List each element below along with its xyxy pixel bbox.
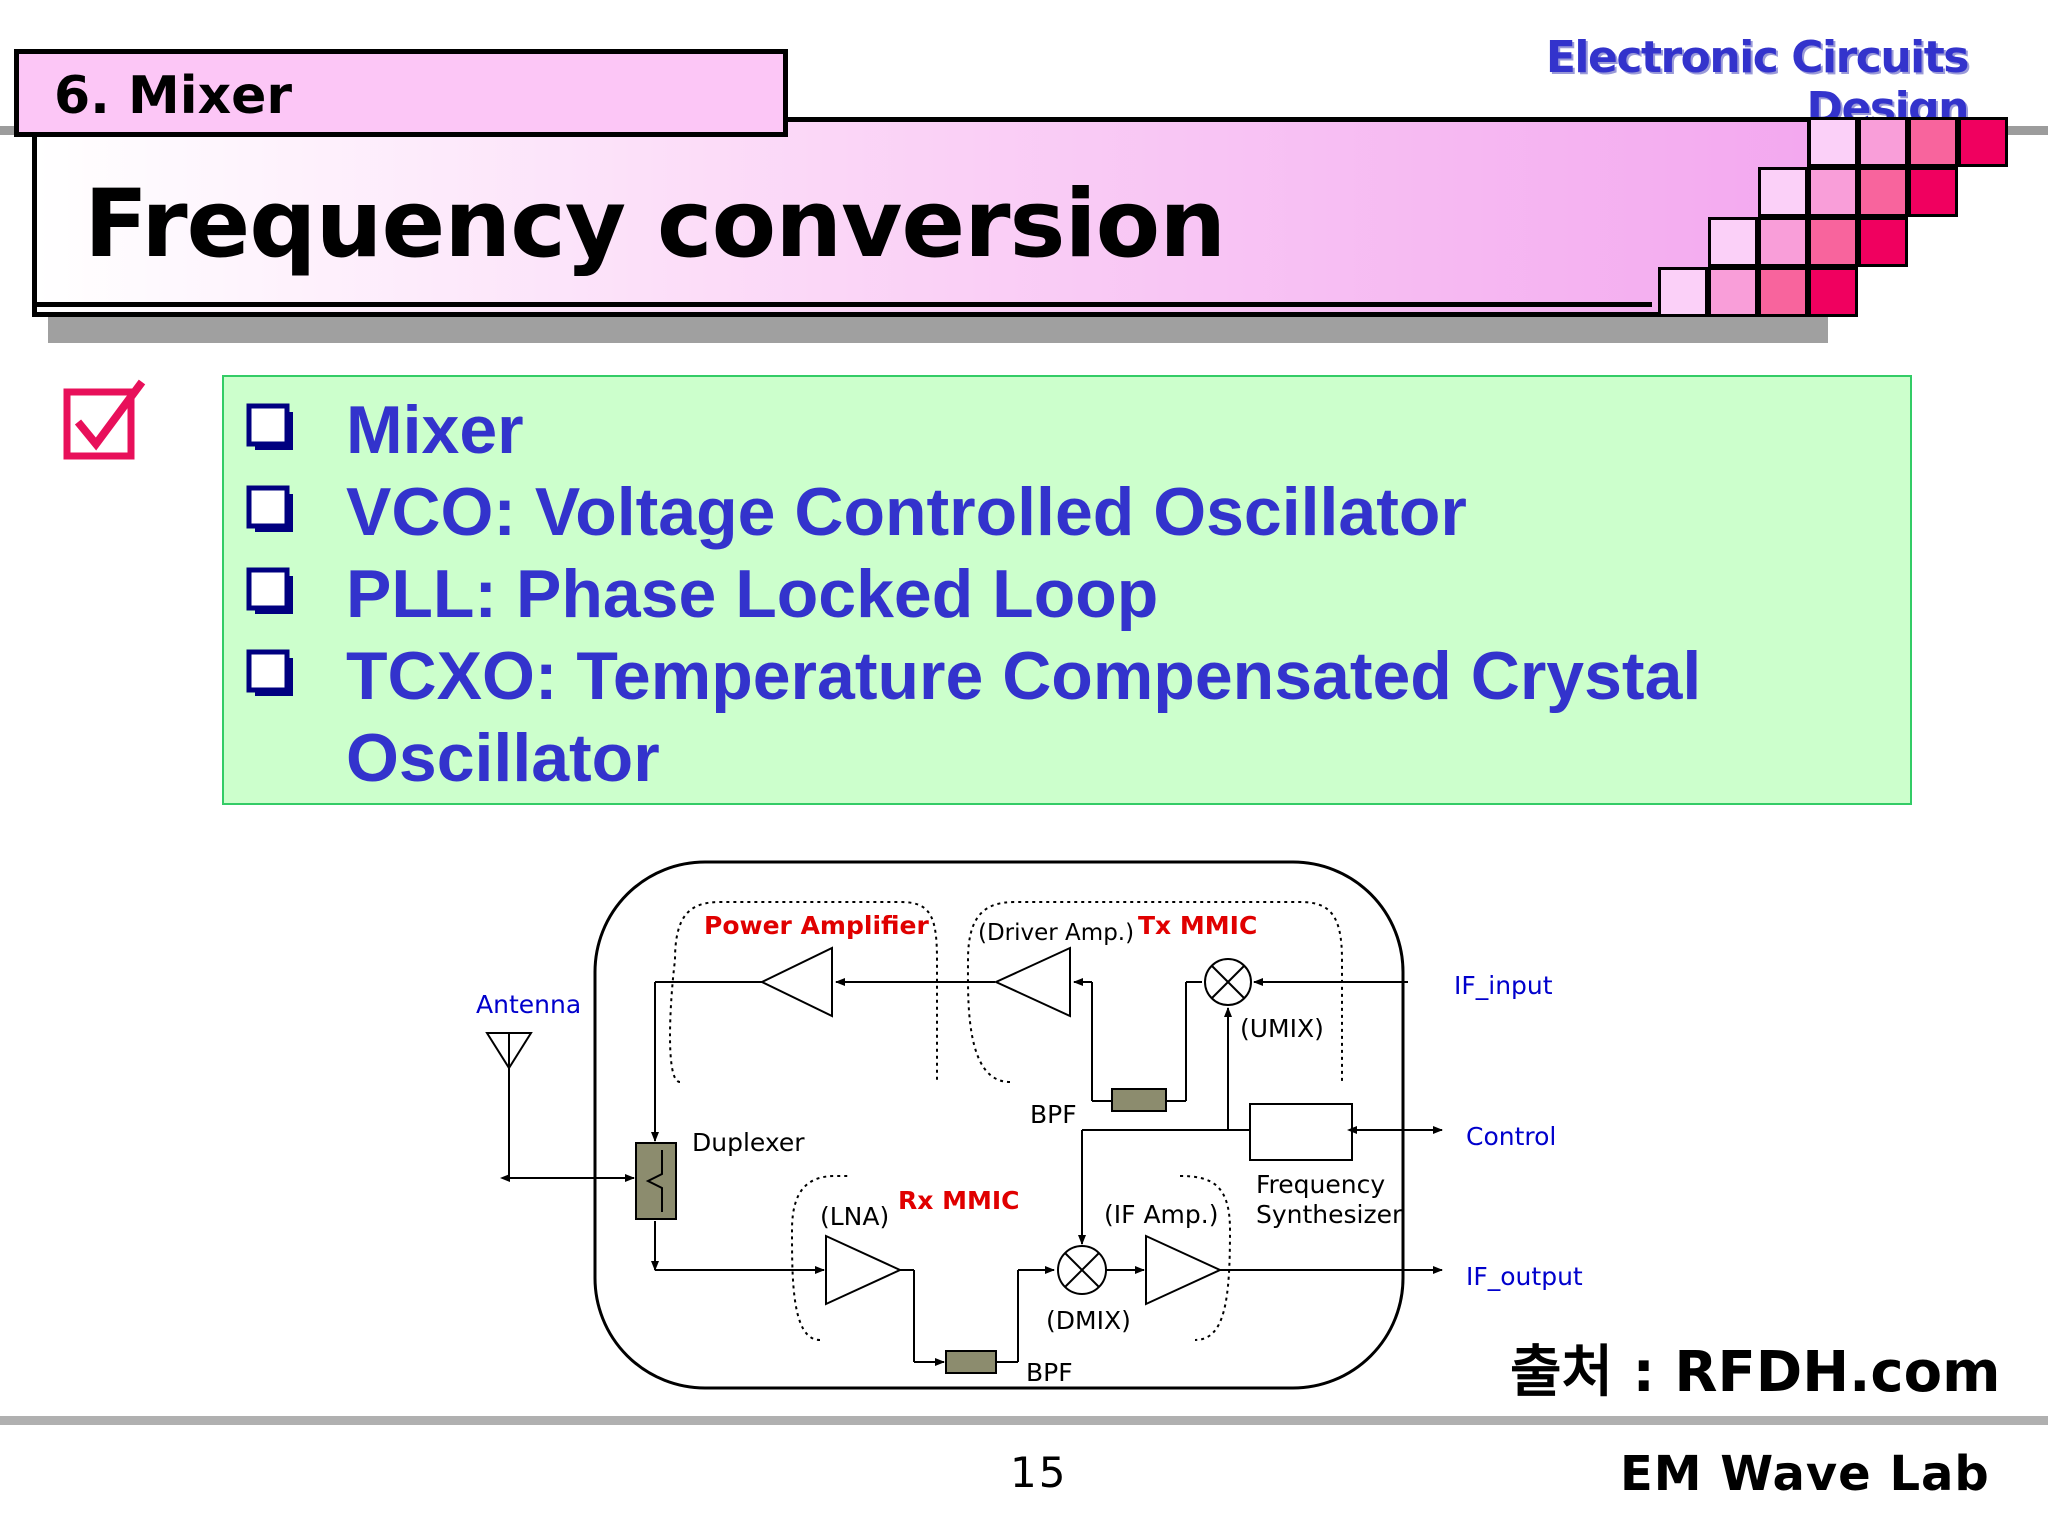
title-banner (32, 117, 1812, 317)
decorative-tile (1858, 217, 1908, 267)
duplexer-block (635, 1142, 677, 1220)
decorative-tile (1808, 217, 1858, 267)
decorative-tile (1708, 267, 1758, 317)
synthesizer-label-line1: Frequency (1256, 1170, 1386, 1199)
page-number: 15 (1010, 1448, 1068, 1497)
power-amplifier-symbol (759, 946, 833, 1018)
hollow-square-bullet-icon (246, 403, 293, 450)
bpf-bottom-label: BPF (1026, 1358, 1073, 1387)
bullet-text: VCO: Voltage Controlled Oscillator (346, 474, 1467, 550)
lna-symbol (825, 1234, 903, 1306)
content-box (222, 375, 1912, 805)
hollow-square-bullet-icon (246, 649, 293, 696)
section-label: 6. Mixer (54, 66, 293, 126)
if-amp-group-outline (1179, 1175, 1232, 1341)
bpf-top-block (1111, 1088, 1167, 1112)
control-label: Control (1466, 1122, 1557, 1151)
course-title: Electronic Circuits Design (1545, 32, 1970, 134)
umix-label: (UMIX) (1240, 1014, 1324, 1043)
if-input-label: IF_input (1454, 971, 1553, 1000)
decorative-tile (1758, 217, 1808, 267)
rx-mmic-label: Rx MMIC (898, 1186, 1020, 1215)
decorative-tile (1858, 117, 1908, 167)
decorative-tile (1908, 117, 1958, 167)
antenna-label: Antenna (476, 990, 582, 1019)
hollow-square-bullet-icon (246, 567, 293, 614)
power-amplifier-label: Power Amplifier (704, 911, 929, 940)
decorative-tile (1808, 167, 1858, 217)
section-tab (14, 49, 788, 137)
driver-amp-label: (Driver Amp.) (978, 920, 1135, 946)
rx-mmic-group-outline (790, 1175, 850, 1341)
driver-amp-symbol (993, 946, 1071, 1018)
banner-underline (32, 302, 1652, 307)
transceiver-block-diagram (485, 860, 1443, 1390)
synthesizer-label-line2: Synthesizer (1256, 1200, 1403, 1229)
tx-mmic-group-outline (966, 901, 1343, 1083)
decorative-tile (1658, 267, 1708, 317)
decorative-tile (1858, 167, 1908, 217)
frequency-synthesizer-block (1249, 1103, 1353, 1161)
source-credit: 출처 : RFDH.com (1510, 1340, 2001, 1405)
decorative-tile (1758, 167, 1808, 217)
decorative-tile (1808, 267, 1858, 317)
decorative-tile (1958, 117, 2008, 167)
slide-title: Frequency conversion (84, 170, 1226, 279)
decorative-tile (1708, 217, 1758, 267)
decorative-tile (1908, 167, 1958, 217)
bullet-text: PLL: Phase Locked Loop (346, 556, 1159, 632)
if-amp-symbol (1145, 1234, 1223, 1306)
dmix-label: (DMIX) (1046, 1306, 1131, 1335)
if-output-label: IF_output (1466, 1262, 1583, 1291)
module-outline (593, 860, 1405, 1390)
checkbox-checked-icon (63, 379, 146, 460)
duplexer-label: Duplexer (692, 1128, 805, 1157)
footer-rule (0, 1416, 2048, 1425)
bpf-bottom-block (945, 1350, 997, 1374)
bullet-text: Mixer (346, 392, 524, 468)
bullet-text: TCXO: Temperature Compensated Crystal (346, 638, 1702, 714)
decorative-tile (1758, 267, 1808, 317)
hollow-square-bullet-icon (246, 485, 293, 532)
tx-mmic-label: Tx MMIC (1138, 911, 1258, 940)
if-amp-label: (IF Amp.) (1104, 1200, 1219, 1229)
bullet-text-continued: Oscillator (346, 720, 660, 796)
bpf-top-label: BPF (1030, 1100, 1077, 1129)
decorative-tile (1808, 117, 1858, 167)
lab-name: EM Wave Lab (1620, 1446, 1990, 1502)
lna-label: (LNA) (820, 1202, 890, 1231)
